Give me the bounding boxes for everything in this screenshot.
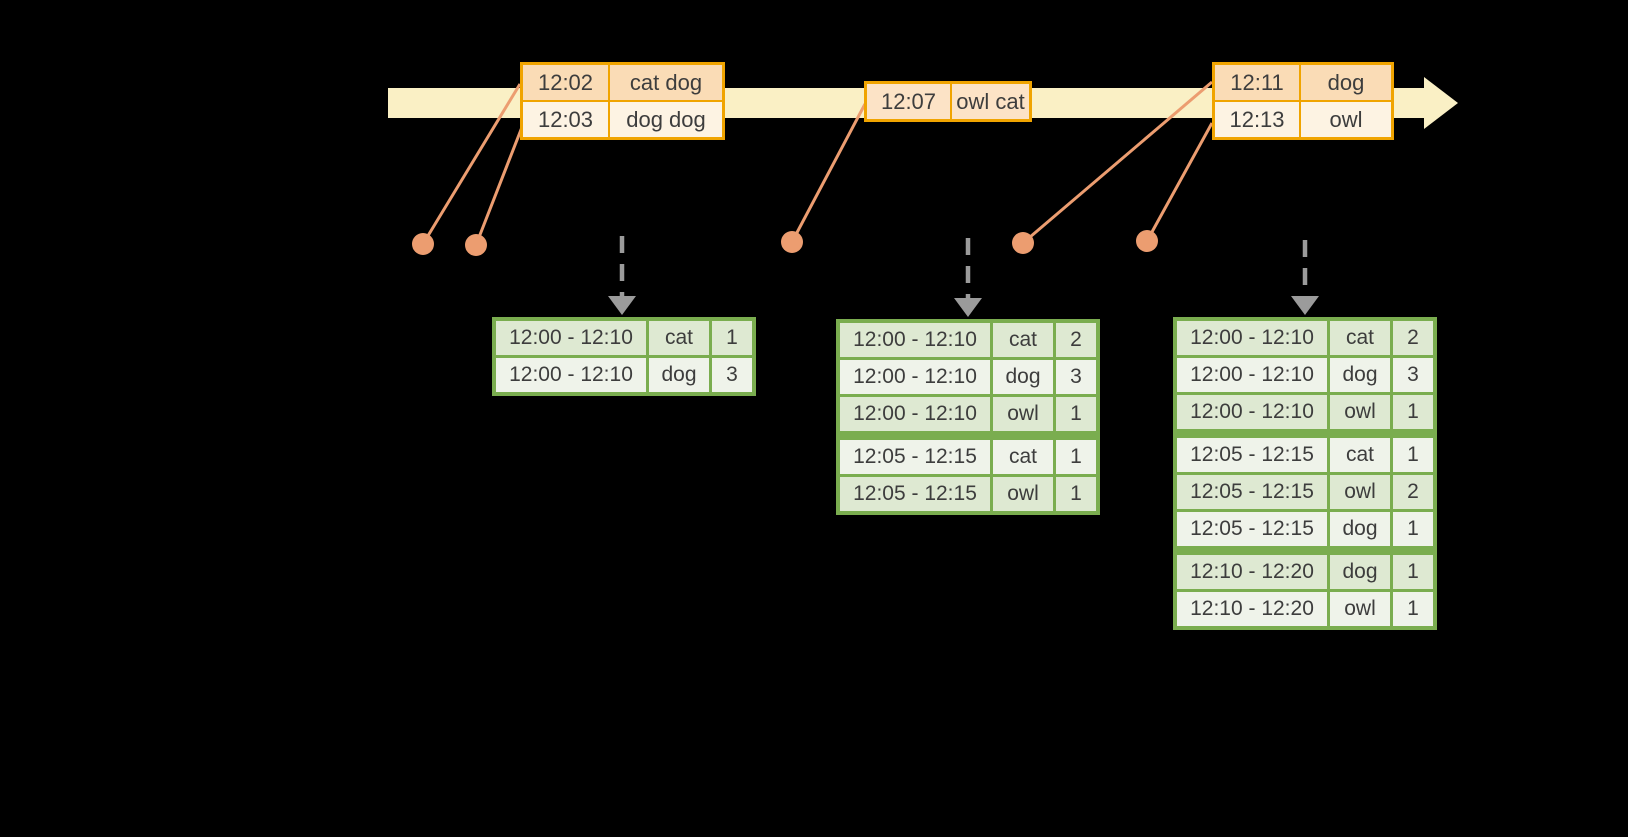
down-arrowhead-icon: [1291, 296, 1319, 315]
cell-window: 12:00 - 12:10: [1177, 321, 1327, 355]
cell-window: 12:00 - 12:10: [1177, 395, 1327, 429]
cell-word: owl: [1330, 592, 1390, 626]
cell-count: 1: [1393, 395, 1433, 429]
cell-window: 12:05 - 12:15: [1177, 475, 1327, 509]
cell-count: 3: [712, 358, 752, 392]
cell-window: 12:00 - 12:10: [840, 360, 990, 394]
event-connector-line: [421, 83, 522, 245]
cell-count: 1: [1393, 512, 1433, 546]
group-separator: [1177, 549, 1433, 552]
cell-window: 12:10 - 12:20: [1177, 555, 1327, 589]
event-connector-line: [1022, 80, 1213, 245]
cell-words: dog: [1301, 65, 1391, 100]
cell-count: 2: [1393, 321, 1433, 355]
event-dot-icon: [412, 233, 434, 255]
cell-time: 12:13: [1215, 102, 1299, 137]
cell-time: 12:02: [523, 65, 608, 100]
cell-word: cat: [649, 321, 709, 355]
cell-word: cat: [1330, 321, 1390, 355]
group-separator: [1177, 432, 1433, 435]
cell-word: dog: [1330, 358, 1390, 392]
cell-window: 12:00 - 12:10: [496, 321, 646, 355]
cell-window: 12:10 - 12:20: [1177, 592, 1327, 626]
cell-time: 12:07: [867, 84, 950, 119]
cell-words: owl: [1301, 102, 1391, 137]
cell-window: 12:00 - 12:10: [840, 397, 990, 431]
cell-count: 2: [1393, 475, 1433, 509]
event-dot-icon: [465, 234, 487, 256]
cell-count: 1: [1056, 440, 1096, 474]
cell-count: 1: [1056, 397, 1096, 431]
cell-time: 12:03: [523, 102, 608, 137]
event-connector-line: [790, 103, 867, 243]
event-dot-icon: [781, 231, 803, 253]
cell-count: 3: [1056, 360, 1096, 394]
cell-window: 12:00 - 12:10: [840, 323, 990, 357]
event-dot-icon: [1012, 232, 1034, 254]
cell-window: 12:00 - 12:10: [496, 358, 646, 392]
event-connector-line: [1145, 122, 1214, 242]
cell-count: 3: [1393, 358, 1433, 392]
event-connector-lines: [421, 80, 1214, 246]
cell-words: dog dog: [610, 102, 722, 137]
cell-word: owl: [993, 397, 1053, 431]
cell-count: 1: [1393, 555, 1433, 589]
cell-window: 12:05 - 12:15: [840, 440, 990, 474]
cell-window: 12:05 - 12:15: [1177, 438, 1327, 472]
trigger-arrowheads: [608, 296, 1319, 317]
cell-word: dog: [993, 360, 1053, 394]
cell-window: 12:05 - 12:15: [840, 477, 990, 511]
cell-count: 1: [1393, 438, 1433, 472]
group-separator: [840, 434, 1096, 437]
cell-word: cat: [1330, 438, 1390, 472]
cell-word: cat: [993, 323, 1053, 357]
cell-count: 2: [1056, 323, 1096, 357]
cell-word: owl: [1330, 475, 1390, 509]
cell-count: 1: [712, 321, 752, 355]
event-dots: [412, 230, 1158, 256]
down-arrowhead-icon: [608, 296, 636, 315]
cell-word: dog: [1330, 512, 1390, 546]
cell-time: 12:11: [1215, 65, 1299, 100]
cell-count: 1: [1393, 592, 1433, 626]
cell-window: 12:00 - 12:10: [1177, 358, 1327, 392]
cell-word: dog: [1330, 555, 1390, 589]
timeline-arrowhead-icon: [1424, 77, 1458, 129]
cell-word: owl: [1330, 395, 1390, 429]
down-arrowhead-icon: [954, 298, 982, 317]
cell-word: cat: [993, 440, 1053, 474]
event-dot-icon: [1136, 230, 1158, 252]
cell-words: owl cat: [952, 84, 1029, 119]
event-connector-line: [474, 121, 526, 246]
cell-count: 1: [1056, 477, 1096, 511]
cell-words: cat dog: [610, 65, 722, 100]
cell-word: owl: [993, 477, 1053, 511]
trigger-arrow-lines: [619, 236, 1308, 298]
cell-window: 12:05 - 12:15: [1177, 512, 1327, 546]
cell-word: dog: [649, 358, 709, 392]
